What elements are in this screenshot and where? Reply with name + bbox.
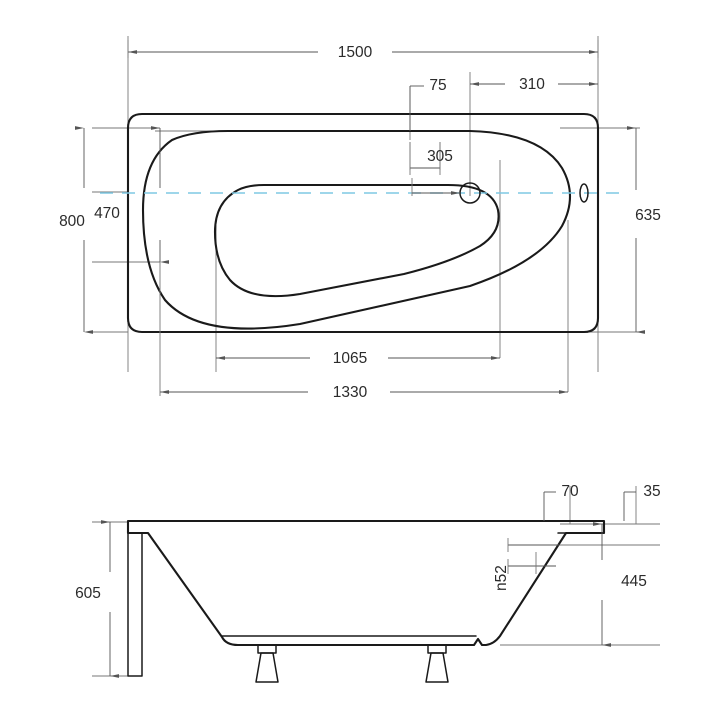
bath-rim-outline [141,129,572,330]
dimension-635-label: 635 [635,207,661,224]
dimension-470-label: 470 [94,205,120,222]
cross-section-view: 70 35 n52 445 [75,483,661,683]
dimension-1065: 1065 [216,350,500,367]
dimension-35: 35 [623,483,661,521]
rim-step [557,520,605,534]
dimension-445-label: 445 [621,573,647,590]
dimension-35-label: 35 [643,483,660,500]
dimension-445: 445 [593,522,647,647]
dimension-605: 605 [75,520,119,678]
dimension-800-label: 800 [59,213,85,230]
dimension-605-label: 605 [75,585,101,602]
dimension-470: 470 [94,126,169,264]
dimension-310-label: 310 [519,76,545,93]
dimension-75: 75 [409,77,447,131]
tub-section-outline [126,519,606,647]
dimension-310: 310 [470,76,598,93]
section-extension-lines [92,486,660,677]
front-panel [127,532,143,677]
dimension-305-label: 305 [427,148,453,165]
tub-foot [425,644,449,683]
bath-outer-outline [126,112,600,334]
dimension-70: 70 [543,483,579,521]
dimension-305: 305 [409,142,460,196]
dimension-n52-label: n52 [493,565,510,591]
dimension-635: 635 [627,126,661,334]
dimension-1330-label: 1330 [333,384,368,401]
dimension-1500-label: 1500 [338,44,373,61]
plan-extension-lines [92,40,640,392]
overflow-hole [579,183,589,203]
bath-basin-outline [213,183,500,298]
dimension-1500: 1500 [127,36,599,61]
plan-view: 1500 310 75 305 [59,36,661,401]
dimension-1065-label: 1065 [333,350,367,367]
dimension-n52: n52 [493,538,560,591]
dimension-800: 800 [59,126,93,334]
dimension-1330: 1330 [159,262,568,401]
dimension-75-label: 75 [429,77,446,94]
dimension-70-label: 70 [561,483,579,500]
tub-foot [255,644,279,683]
